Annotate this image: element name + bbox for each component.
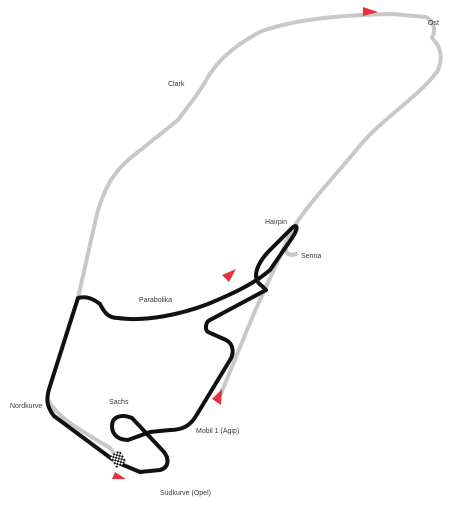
corner-label-suedkurve: Südkurve (Opel): [160, 490, 211, 497]
old-senna-section: [283, 234, 298, 257]
direction-arrow-icon: [222, 269, 236, 282]
corner-label-parabolika: Parabolika: [139, 297, 173, 304]
corner-label-sachs: Sachs: [109, 399, 129, 406]
old-circuit-layout: [46, 12, 443, 460]
direction-arrow-icon: [212, 389, 222, 405]
corner-label-hairpin: Hairpin: [265, 219, 288, 226]
direction-arrow-icon: [363, 7, 378, 16]
corner-label-senna: Senna: [301, 253, 322, 260]
corner-label-nordkurve: Nordkurve: [10, 403, 43, 410]
corner-label-ost: Ost: [428, 20, 439, 27]
checkered-flag-icon: [109, 449, 127, 469]
direction-arrow-icon: [112, 472, 126, 479]
corner-label-mobil: Mobil 1 (Agip): [196, 428, 240, 435]
current-circuit-layout: [45, 224, 299, 474]
corner-label-clark: Clark: [168, 81, 185, 88]
